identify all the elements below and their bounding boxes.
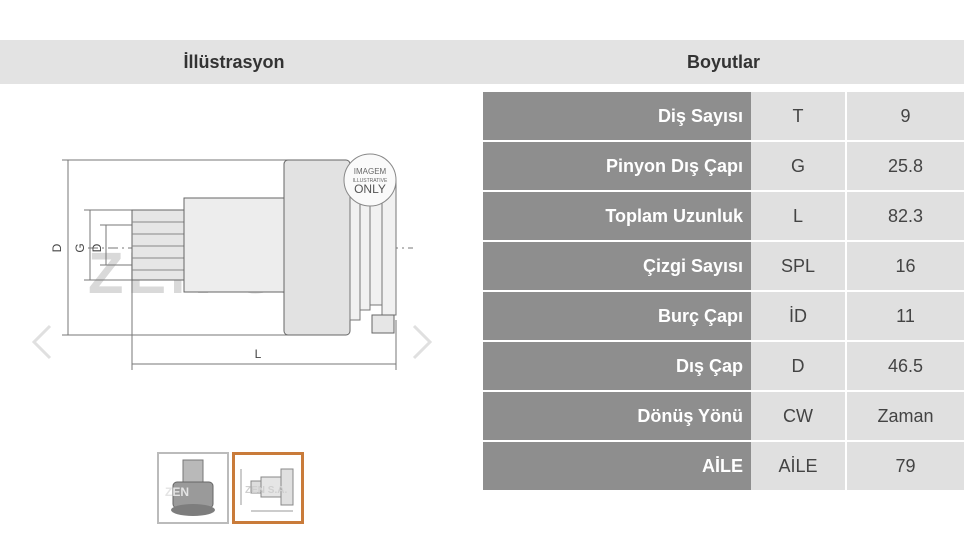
dimension-code: T	[751, 92, 847, 142]
illustration-heading: İllüstrasyon	[183, 52, 285, 72]
dim-label-l: L	[255, 347, 262, 361]
dimension-label: Toplam Uzunluk	[483, 191, 751, 242]
starter-drive-photo: ZEN	[165, 459, 215, 516]
dimension-value: 82.3	[846, 191, 964, 242]
dim-label-d-outer: D	[50, 243, 64, 252]
drawing-thumbnail[interactable]: ZEN S.A.	[232, 452, 304, 524]
dimension-value: 79	[846, 441, 964, 492]
dimension-label: AİLE	[483, 441, 751, 492]
section-header-bar: İllüstrasyon Boyutlar	[0, 40, 964, 84]
stamp-line-3: ONLY	[354, 182, 386, 196]
dim-label-g: G	[73, 243, 87, 252]
dimension-code: CW	[751, 391, 847, 442]
dimensions-heading: Boyutlar	[686, 52, 760, 72]
thumbnail-watermark: ZEN	[165, 485, 189, 499]
dimension-label: Burç Çapı	[483, 291, 751, 342]
chevron-right-icon[interactable]	[408, 322, 436, 362]
dimension-label: Dönüş Yönü	[483, 391, 751, 442]
drawing-thumbnail-image: ZEN S.A.	[240, 468, 294, 512]
dimension-code: D	[751, 341, 847, 392]
dim-label-d-inner: D	[90, 243, 104, 252]
photo-thumbnail[interactable]: ZEN	[157, 452, 229, 524]
dimension-label: Pinyon Dış Çapı	[483, 141, 751, 192]
dimension-value: 11	[846, 291, 964, 342]
technical-drawing: ZEN S.A. IMAGEM ILLUSTRATIVE ONLY D G D …	[50, 153, 413, 370]
stamp-line-1: IMAGEM	[354, 167, 387, 176]
dimension-code: İD	[751, 291, 847, 342]
chevron-left-icon[interactable]	[28, 322, 56, 362]
thumbnail-watermark: ZEN S.A.	[245, 485, 287, 496]
dimension-label: Diş Sayısı	[483, 92, 751, 142]
dimension-value: 25.8	[846, 141, 964, 192]
dimension-value: Zaman	[846, 391, 964, 442]
dimension-code: AİLE	[751, 441, 847, 492]
dimension-value: 46.5	[846, 341, 964, 392]
dimension-code: L	[751, 191, 847, 242]
dimension-label: Çizgi Sayısı	[483, 241, 751, 292]
dimension-value: 16	[846, 241, 964, 292]
dimension-code: G	[751, 141, 847, 192]
dimension-code: SPL	[751, 241, 847, 292]
dimension-value: 9	[846, 92, 964, 142]
dimension-label: Dış Çap	[483, 341, 751, 392]
stamp-line-2: ILLUSTRATIVE	[353, 178, 388, 184]
